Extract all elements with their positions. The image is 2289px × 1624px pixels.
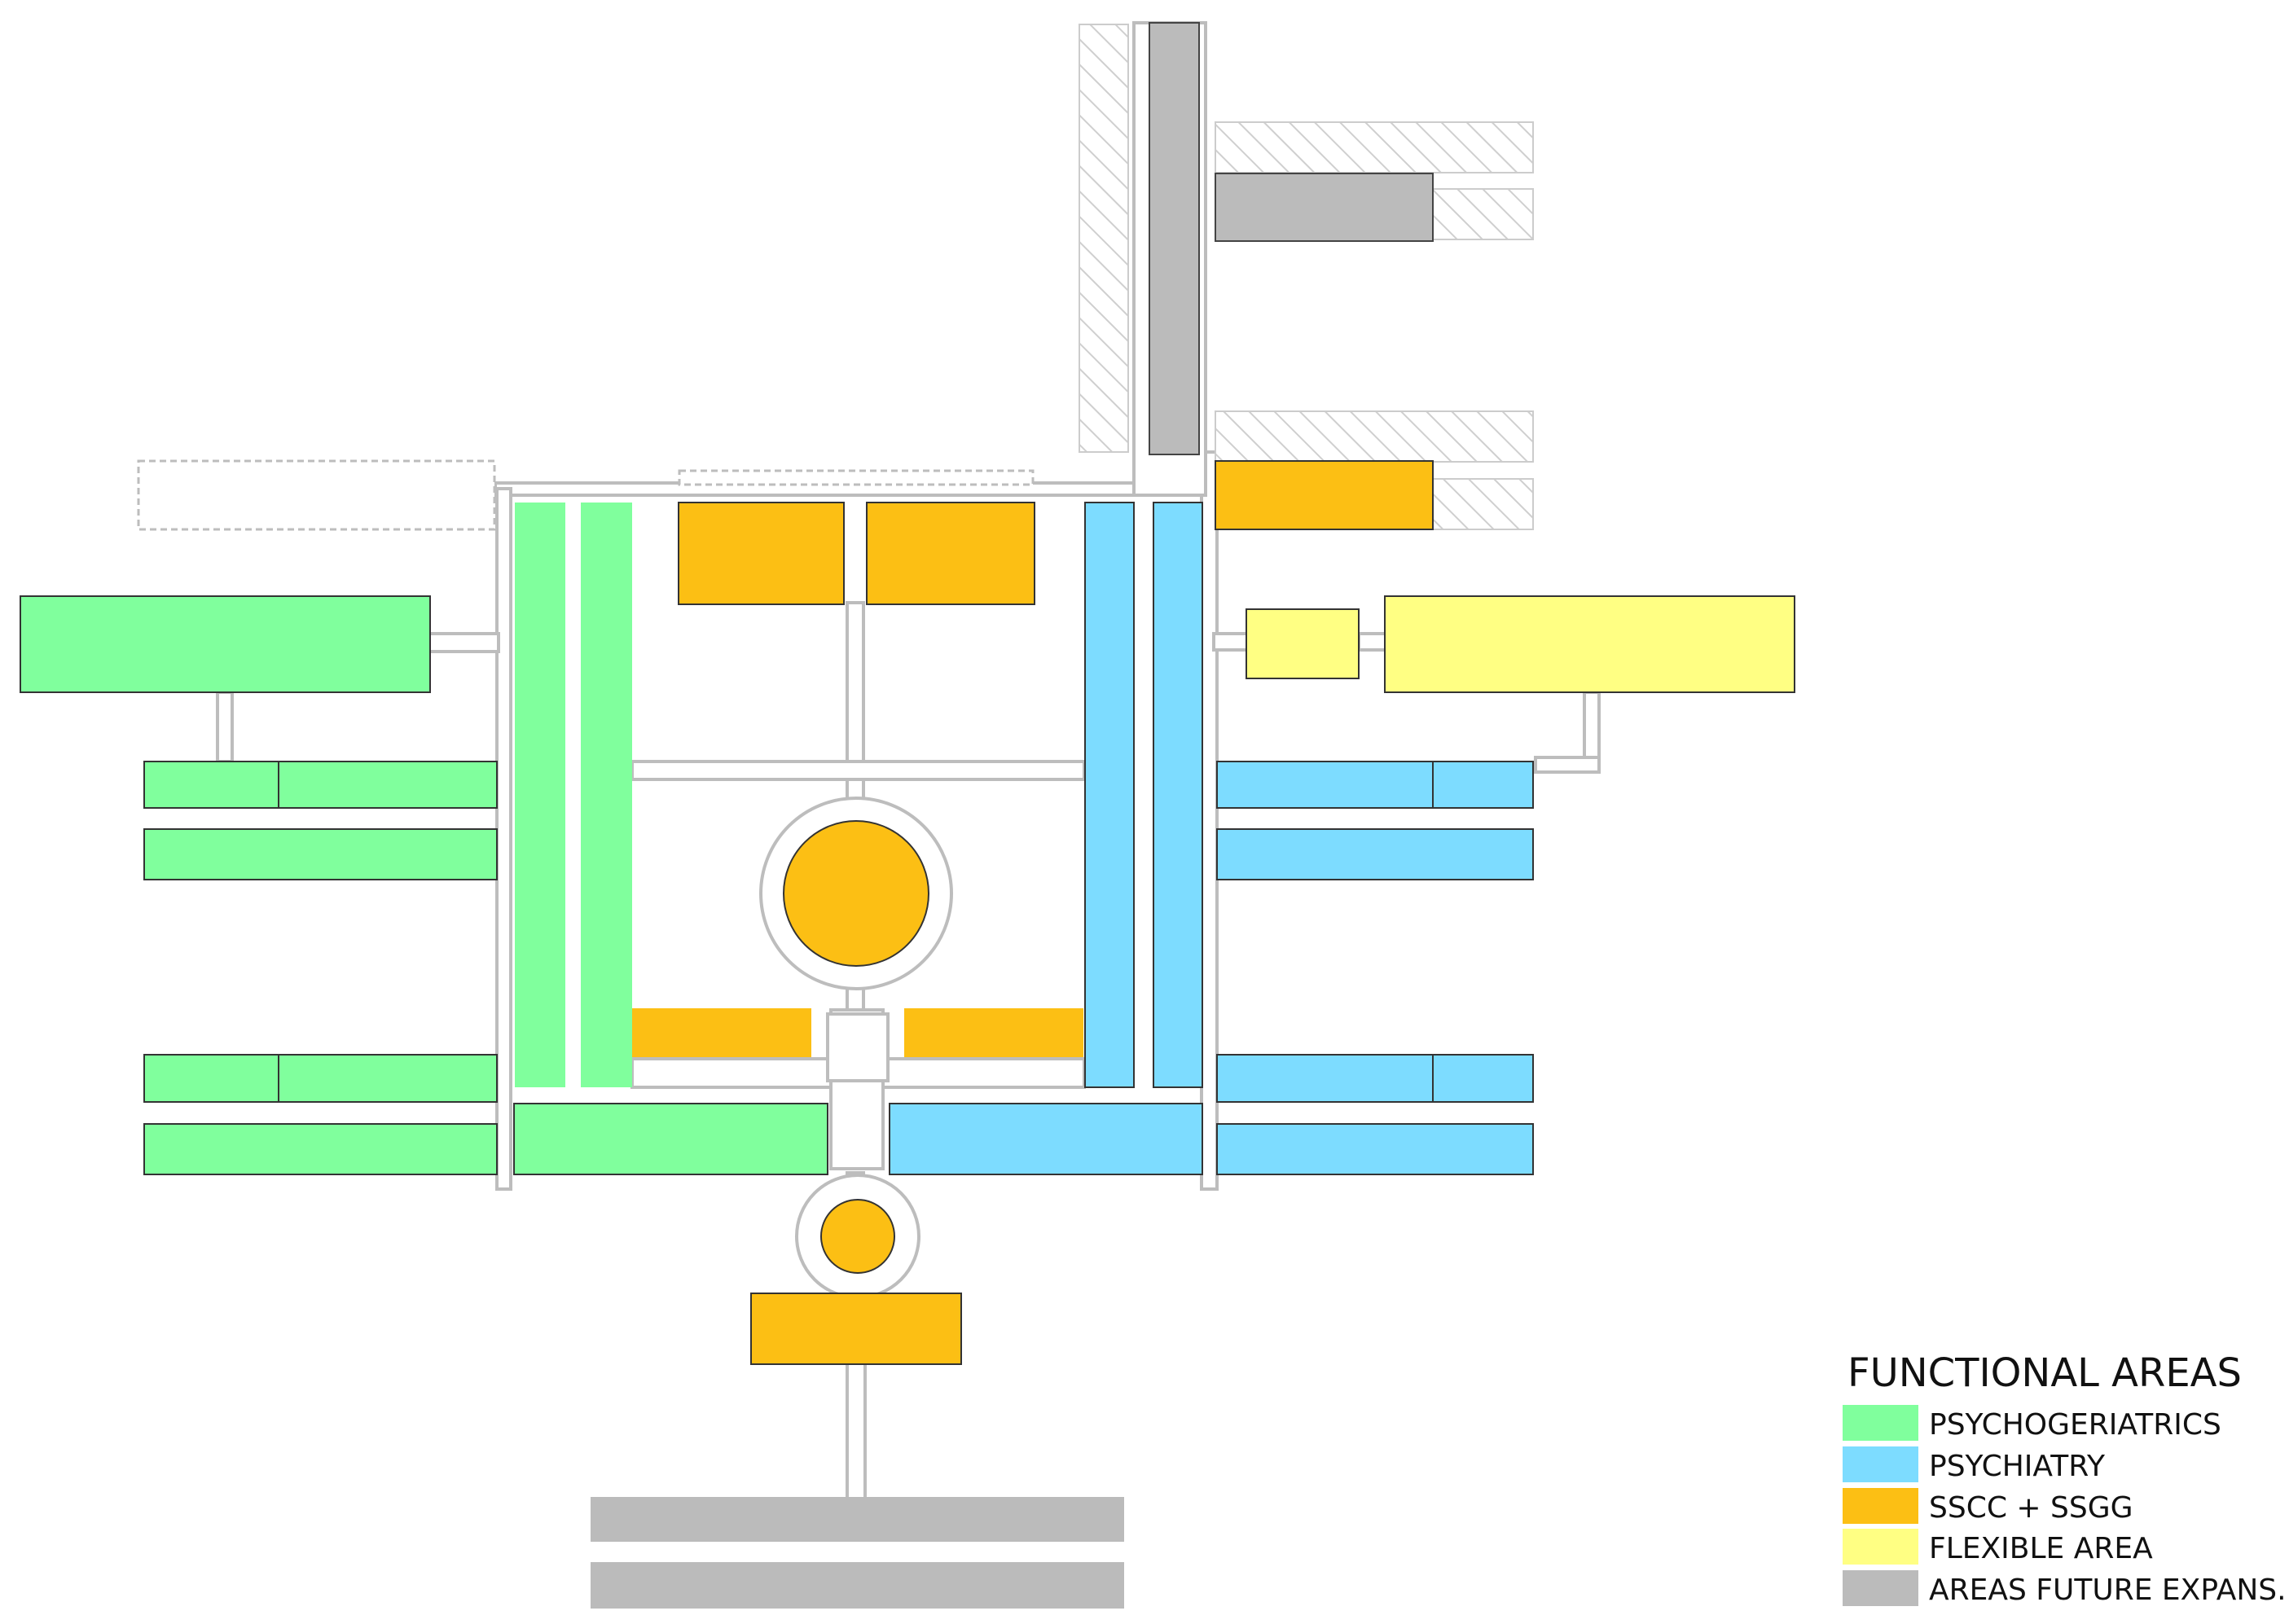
dashed-canopy-top (678, 469, 1035, 486)
legend-label-flexible-area: FLEXIBLE AREA (1929, 1532, 2153, 1565)
legend-label-sscc-ssgg: SSCC + SSGG (1929, 1491, 2133, 1525)
corridor-east-mid-link (1357, 632, 1389, 652)
psychogeriatrics-west-block (20, 595, 431, 693)
legend-title: FUNCTIONAL AREAS (1847, 1350, 2242, 1396)
psychogeriatrics-areas (20, 503, 828, 1175)
hatched-east-1 (1215, 121, 1534, 173)
sscc-lower-right (904, 1008, 1083, 1057)
psychogeriatrics-wing-1b (278, 761, 498, 809)
flexible-areas (1246, 595, 1795, 693)
legend-swatch-psychogeriatrics (1843, 1405, 1918, 1441)
psychogeriatrics-wing-1a (143, 761, 279, 809)
sscc-top-right (866, 502, 1035, 605)
legend: FUNCTIONAL AREAS PSYCHOGERIATRICS PSYCHI… (1843, 1350, 2287, 1607)
psychiatry-wing-4 (1216, 1123, 1534, 1175)
sscc-lower-left (630, 1008, 811, 1057)
corridor-outer-right (1200, 450, 1219, 1191)
psychiatry-areas (889, 502, 1534, 1175)
legend-label-future-expansion: AREAS FUTURE EXPANS. (1929, 1574, 2287, 1607)
hatched-east-4 (1431, 478, 1534, 530)
corridor-outer-left (495, 487, 512, 1191)
lobby-square (826, 1012, 890, 1082)
psychiatry-column-2 (1153, 502, 1203, 1088)
sscc-top-left (678, 502, 845, 605)
corridor-west-drop (216, 691, 234, 763)
psychogeriatrics-wing-2 (143, 828, 498, 880)
dashed-area-west (137, 459, 496, 531)
future-east-wing (1215, 173, 1434, 242)
future-expansion-areas (591, 22, 1434, 1609)
legend-swatch-future-expansion (1843, 1570, 1918, 1606)
psychiatry-column-1 (1084, 502, 1135, 1088)
sscc-south-rotunda (820, 1199, 895, 1274)
sscc-central-rotunda (783, 820, 929, 967)
legend-label-psychiatry: PSYCHIATRY (1929, 1450, 2106, 1483)
psychiatry-wing-2 (1216, 828, 1534, 880)
hatched-east-2 (1431, 188, 1534, 240)
future-south-block-2 (591, 1562, 1124, 1609)
sscc-ssgg-areas (630, 460, 1434, 1365)
sscc-east-wing (1215, 460, 1434, 530)
flexible-small (1246, 608, 1360, 679)
future-south-block-1 (591, 1497, 1124, 1542)
psychogeriatrics-wing-3a (143, 1054, 279, 1103)
psychiatry-wing-3a (1216, 1054, 1434, 1103)
legend-label-psychogeriatrics: PSYCHOGERIATRICS (1929, 1408, 2221, 1442)
existing-outlines (137, 459, 1035, 531)
flexible-large (1384, 595, 1795, 693)
psychogeriatrics-wing-3b (278, 1054, 498, 1103)
corridor-east-link (1212, 632, 1252, 652)
corridor-west-link (428, 632, 500, 653)
hatched-east-3 (1215, 410, 1534, 463)
psychiatry-wing-1b (1432, 761, 1534, 809)
psychiatry-lower-block (889, 1103, 1203, 1175)
corridor-center-horizontal (630, 760, 1086, 781)
legend-swatch-sscc-ssgg (1843, 1488, 1918, 1524)
legend-swatch-flexible-area (1843, 1529, 1918, 1565)
psychogeriatrics-lower-block (513, 1103, 828, 1175)
corridor-south-link (846, 1358, 867, 1500)
hatched-zones (1079, 24, 1534, 530)
corridor-east-stub (1534, 756, 1601, 774)
sscc-south-entrance (750, 1293, 962, 1365)
psychogeriatrics-column-1 (515, 503, 565, 1087)
legend-swatch-psychiatry (1843, 1446, 1918, 1482)
psychogeriatrics-column-2 (581, 503, 632, 1087)
psychogeriatrics-wing-4 (143, 1123, 498, 1175)
future-north-spine (1149, 22, 1200, 455)
hatched-north-left (1079, 24, 1129, 453)
psychiatry-wing-1a (1216, 761, 1434, 809)
psychiatry-wing-3b (1432, 1054, 1534, 1103)
